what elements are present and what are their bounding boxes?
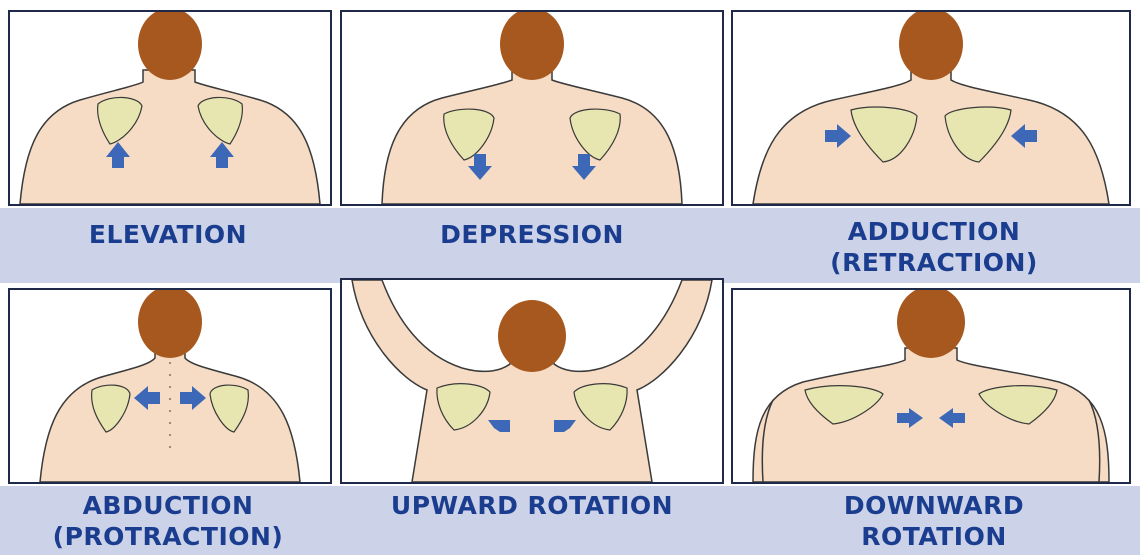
head [138, 290, 202, 358]
head [498, 300, 566, 372]
torso [40, 346, 300, 482]
panel-abduction [8, 288, 332, 484]
label-depression: DEPRESSION [336, 212, 728, 256]
torso [753, 68, 1109, 204]
upward-rotation-illustration [342, 280, 722, 482]
torso [753, 348, 1109, 482]
panel-upward-rotation [340, 278, 724, 484]
panel-depression [340, 10, 724, 206]
label-abduction: ABDUCTION (PROTRACTION) [0, 488, 336, 554]
torso [382, 68, 682, 204]
panel-elevation [8, 10, 332, 206]
label-adduction: ADDUCTION (RETRACTION) [728, 212, 1140, 282]
head [899, 12, 963, 80]
adduction-illustration [733, 12, 1129, 204]
elevation-illustration [10, 12, 330, 204]
panel-downward-rotation [731, 288, 1131, 484]
label-upward-rotation: UPWARD ROTATION [336, 488, 728, 522]
head [500, 12, 564, 80]
downward-rotation-illustration [733, 290, 1129, 482]
depression-illustration [342, 12, 722, 204]
label-downward-rotation: DOWNWARD ROTATION [728, 488, 1140, 554]
label-elevation: ELEVATION [0, 212, 336, 256]
torso [20, 70, 320, 204]
panel-adduction [731, 10, 1131, 206]
abduction-illustration [10, 290, 330, 482]
